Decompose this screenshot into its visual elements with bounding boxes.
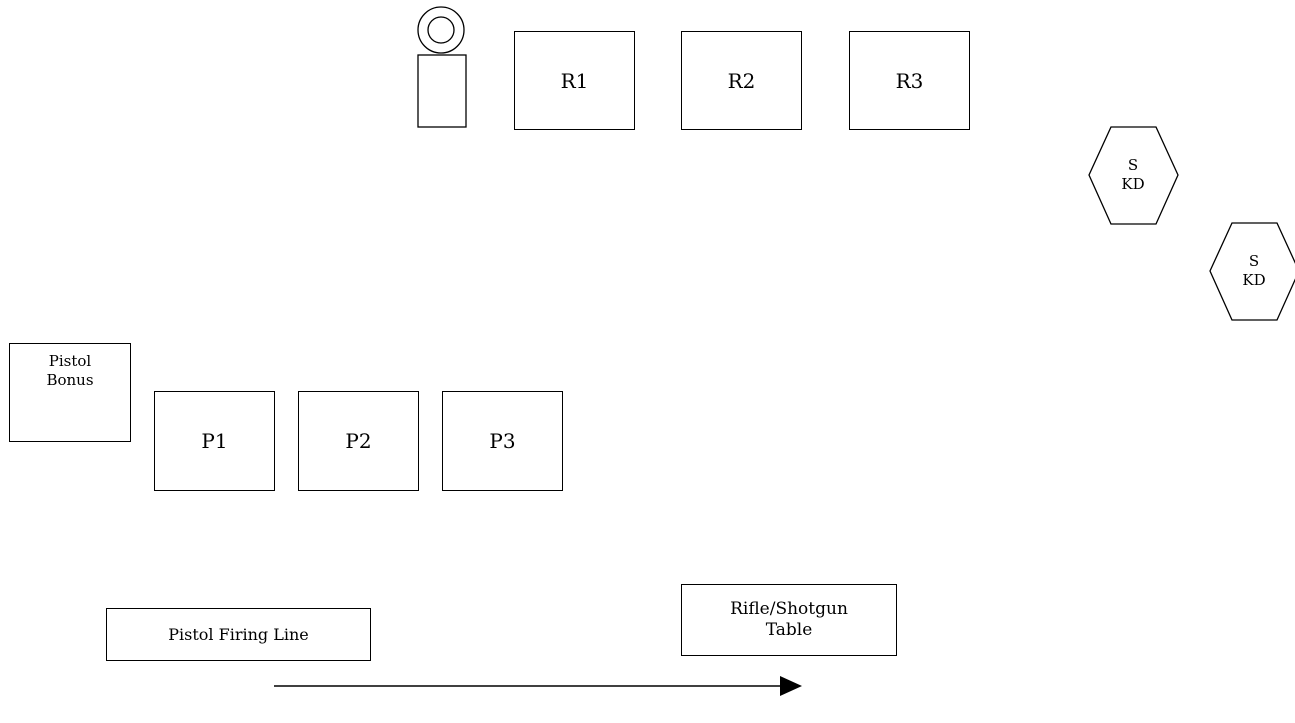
pistol-target-p1: P1 [154,391,275,491]
pistol-bonus-target: Pistol Bonus [9,343,131,442]
direction-arrow-icon [274,676,802,696]
knockdown-hexagon-1 [1088,126,1179,225]
pistol-target-p3: P3 [442,391,563,491]
knockdown-hexagon-2 [1209,222,1295,321]
rifle-target-r1: R1 [514,31,635,130]
rifle-target-r2: R2 [681,31,802,130]
pistol-target-p2: P2 [298,391,419,491]
knockdown-label-1: S KD [1121,156,1145,193]
pistol-target-p2-label: P2 [345,429,372,453]
pistol-target-p3-label: P3 [489,429,516,453]
rifle-target-r3: R3 [849,31,970,130]
rifle-target-r3-label: R3 [895,68,924,93]
bullseye-target-icon [417,6,467,128]
rifle-target-r2-label: R2 [727,68,756,93]
pistol-firing-line: Pistol Firing Line [106,608,371,661]
rifle-target-r1-label: R1 [560,68,589,93]
pistol-target-p1-label: P1 [201,429,228,453]
pistol-bonus-label: Pistol Bonus [46,352,94,389]
pistol-firing-line-label: Pistol Firing Line [168,625,309,644]
rifle-shotgun-table-label: Rifle/Shotgun Table [730,599,848,640]
rifle-shotgun-table: Rifle/Shotgun Table [681,584,897,656]
knockdown-label-2: S KD [1242,252,1266,289]
